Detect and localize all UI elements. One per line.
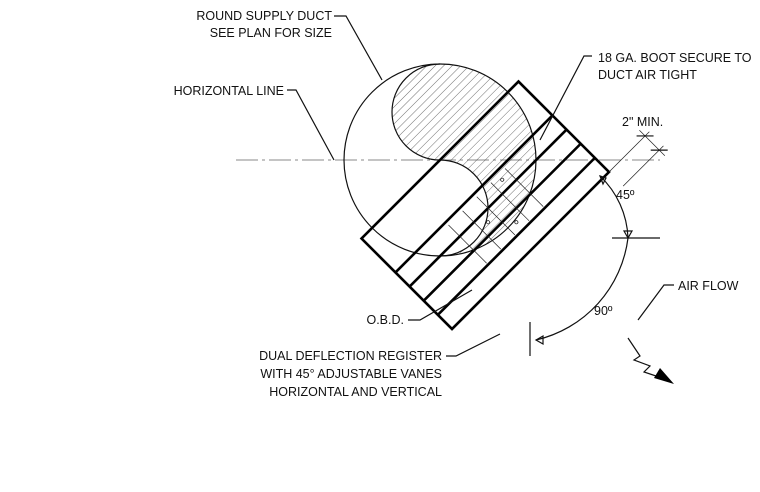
- angle-dimensions: [529, 175, 660, 356]
- boot-register-assembly: [359, 79, 668, 331]
- two-inch-min-dimension: [608, 130, 668, 187]
- two-inch-min-label: 2" MIN.: [622, 115, 663, 129]
- register-bar-1: [394, 114, 554, 274]
- register-bar-4: [436, 156, 596, 316]
- boot-label-line1: 18 GA. BOOT SECURE TO: [598, 51, 752, 65]
- obd-label: O.B.D.: [366, 313, 404, 327]
- round-duct-label-line1: ROUND SUPPLY DUCT: [196, 9, 332, 23]
- angle-90-label: 90º: [594, 304, 613, 318]
- horizontal-line-label: HORIZONTAL LINE: [174, 84, 284, 98]
- angle-45-label: 45º: [616, 188, 635, 202]
- adjustable-vanes: [448, 168, 544, 264]
- register-label-line1: DUAL DEFLECTION REGISTER: [259, 349, 442, 363]
- air-flow-arrow-symbol: [627, 337, 674, 384]
- register-label-line2: WITH 45° ADJUSTABLE VANES: [260, 367, 442, 381]
- boot-label-line2: DUCT AIR TIGHT: [598, 68, 697, 82]
- duct-hatched-region: [392, 64, 536, 256]
- register-label-line3: HORIZONTAL AND VERTICAL: [269, 385, 442, 399]
- leader-lines: [287, 15, 674, 357]
- annotation-labels: ROUND SUPPLY DUCT SEE PLAN FOR SIZE HORI…: [174, 9, 752, 399]
- boot-outline: [359, 79, 611, 331]
- round-duct-label-line2: SEE PLAN FOR SIZE: [210, 26, 332, 40]
- air-flow-label: AIR FLOW: [678, 279, 739, 293]
